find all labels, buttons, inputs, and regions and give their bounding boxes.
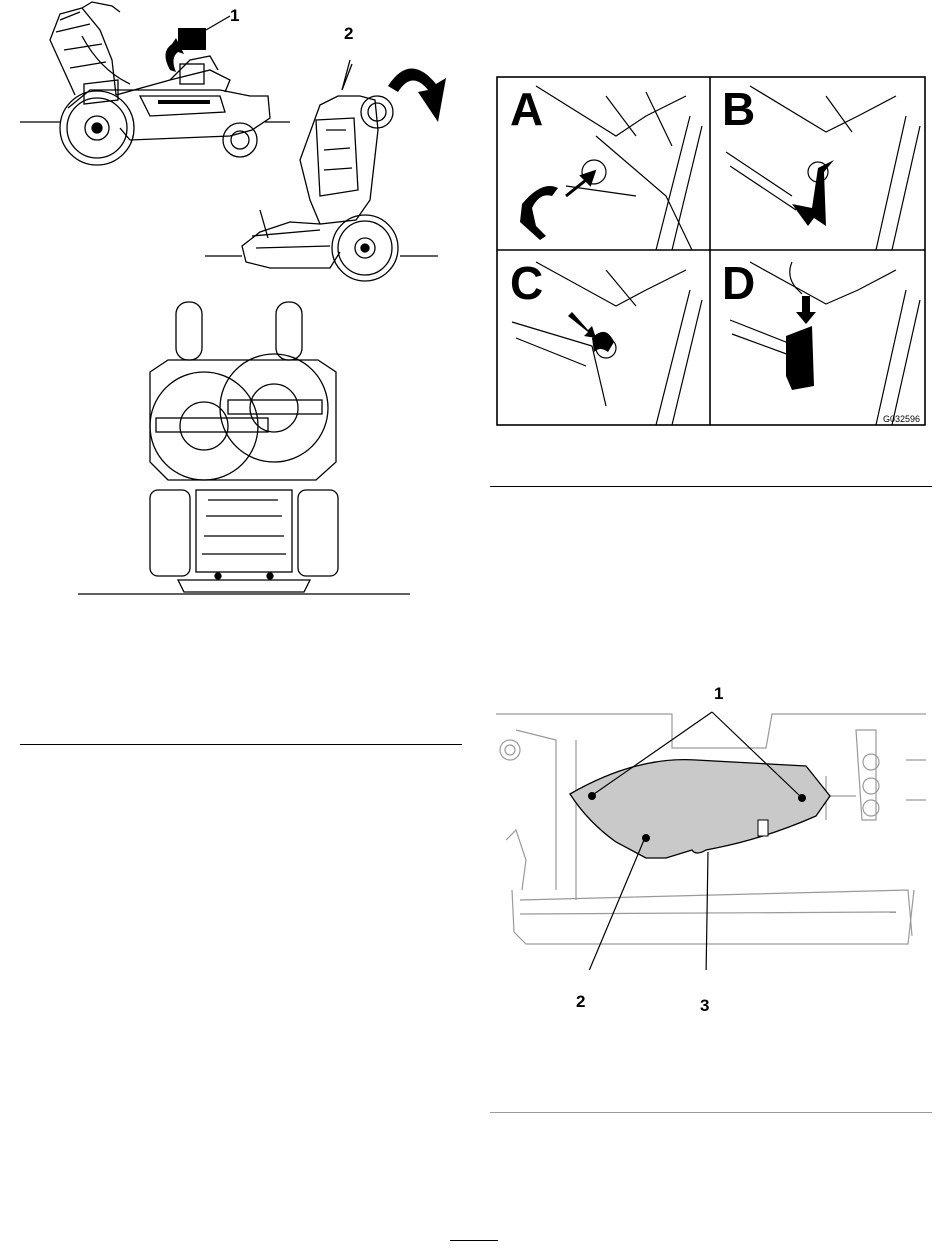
panel-label-d: D: [722, 256, 755, 310]
callout-3-shield: 3: [700, 996, 709, 1016]
callout-2-top-left: 2: [344, 24, 353, 44]
callout-1-top-left: 1: [230, 6, 239, 26]
figure-code: G032596: [883, 414, 920, 424]
deck-tilt-side-view-figure: [20, 0, 450, 300]
callout-1-shield: 1: [714, 684, 723, 704]
section-divider-left: [20, 744, 462, 745]
section-divider-right-2: [490, 1112, 932, 1113]
panel-label-c: C: [510, 256, 543, 310]
hitch-pin-steps-figure: A B C D G032596: [496, 76, 926, 426]
hitch-pin-steps-drawing: [496, 76, 926, 426]
panel-label-a: A: [510, 82, 543, 136]
blade-shield-photo: [496, 700, 926, 970]
deck-underside-figure: [78, 300, 410, 596]
section-divider-right-1: [490, 486, 932, 487]
panel-label-b: B: [722, 82, 755, 136]
page-number-rule: [450, 1240, 498, 1241]
blade-shield-drawing: [496, 700, 926, 970]
callout-2-shield: 2: [576, 992, 585, 1012]
